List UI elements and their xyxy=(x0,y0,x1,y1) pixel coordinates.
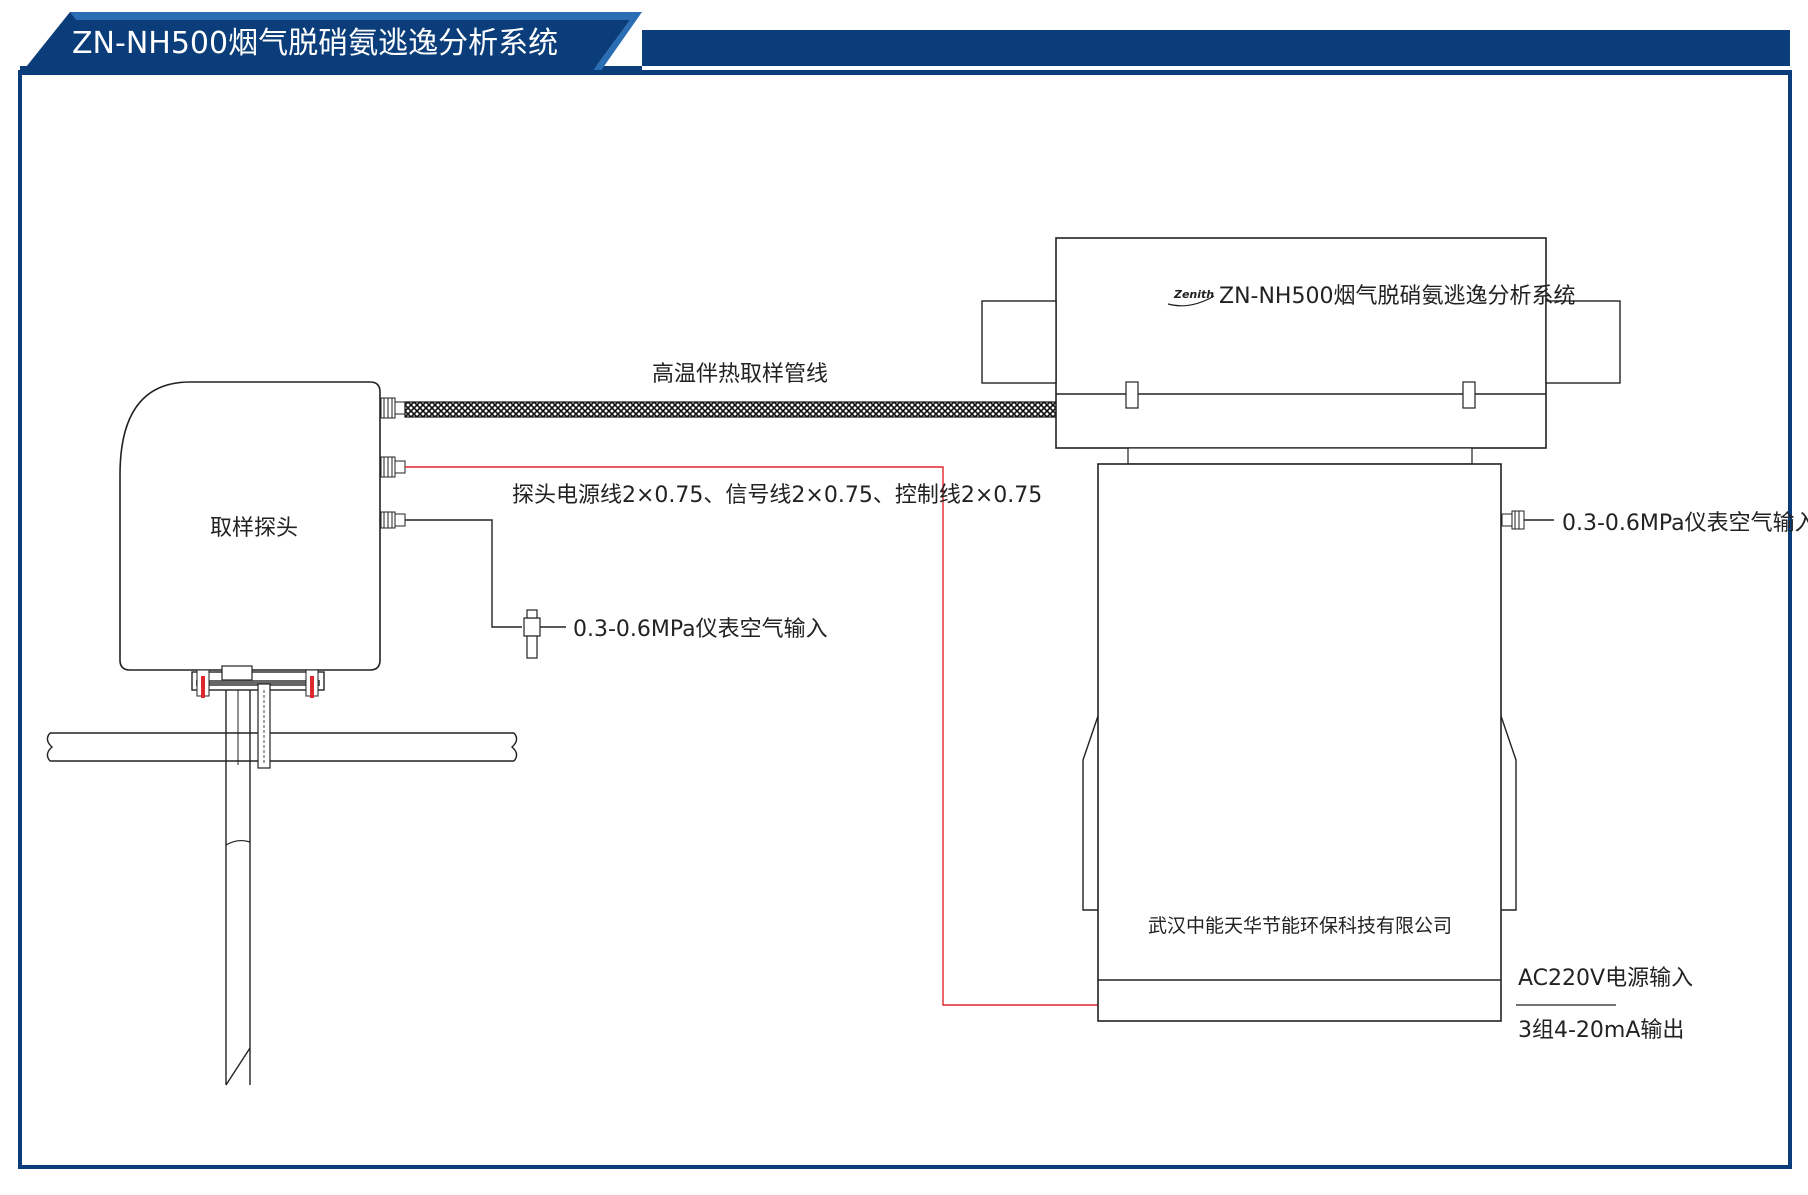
heated-line-label: 高温伴热取样管线 xyxy=(652,362,828,387)
air-filter-regulator xyxy=(523,609,566,659)
signal-output-label: 3组4-20mA输出 xyxy=(1518,1018,1684,1043)
probe-gland-2 xyxy=(380,456,406,478)
diagram-frame xyxy=(18,70,1792,1169)
probe-air-input-label: 0.3-0.6MPa仪表空气输入 xyxy=(573,617,828,642)
power-input-label: AC220V电源输入 xyxy=(1518,966,1693,991)
heater-box xyxy=(981,237,1621,465)
heated-sampling-line xyxy=(404,401,1058,418)
analyzer-title: ZN-NH500烟气脱硝氨逃逸分析系统 xyxy=(1219,284,1575,309)
cabinet-air-fitting xyxy=(1501,510,1554,530)
brand-swoosh xyxy=(1167,295,1215,307)
flue-duct-wall xyxy=(46,732,518,762)
probe-gland-3 xyxy=(380,511,406,529)
sampling-probe xyxy=(119,381,381,1086)
probe-air-line xyxy=(405,519,522,628)
cable-label: 探头电源线2×0.75、信号线2×0.75、控制线2×0.75 xyxy=(512,483,1042,508)
company-name: 武汉中能天华节能环保科技有限公司 xyxy=(1148,915,1452,937)
probe-gland-1 xyxy=(380,397,406,419)
probe-label: 取样探头 xyxy=(210,516,298,541)
analyzer-cabinet xyxy=(1082,463,1517,1022)
signal-power-cable xyxy=(405,466,1098,1006)
brand-logo: Zenith xyxy=(1173,288,1214,301)
page-title: ZN-NH500烟气脱硝氨逃逸分析系统 xyxy=(72,26,559,61)
cabinet-air-input-label: 0.3-0.6MPa仪表空气输入 xyxy=(1562,511,1808,536)
